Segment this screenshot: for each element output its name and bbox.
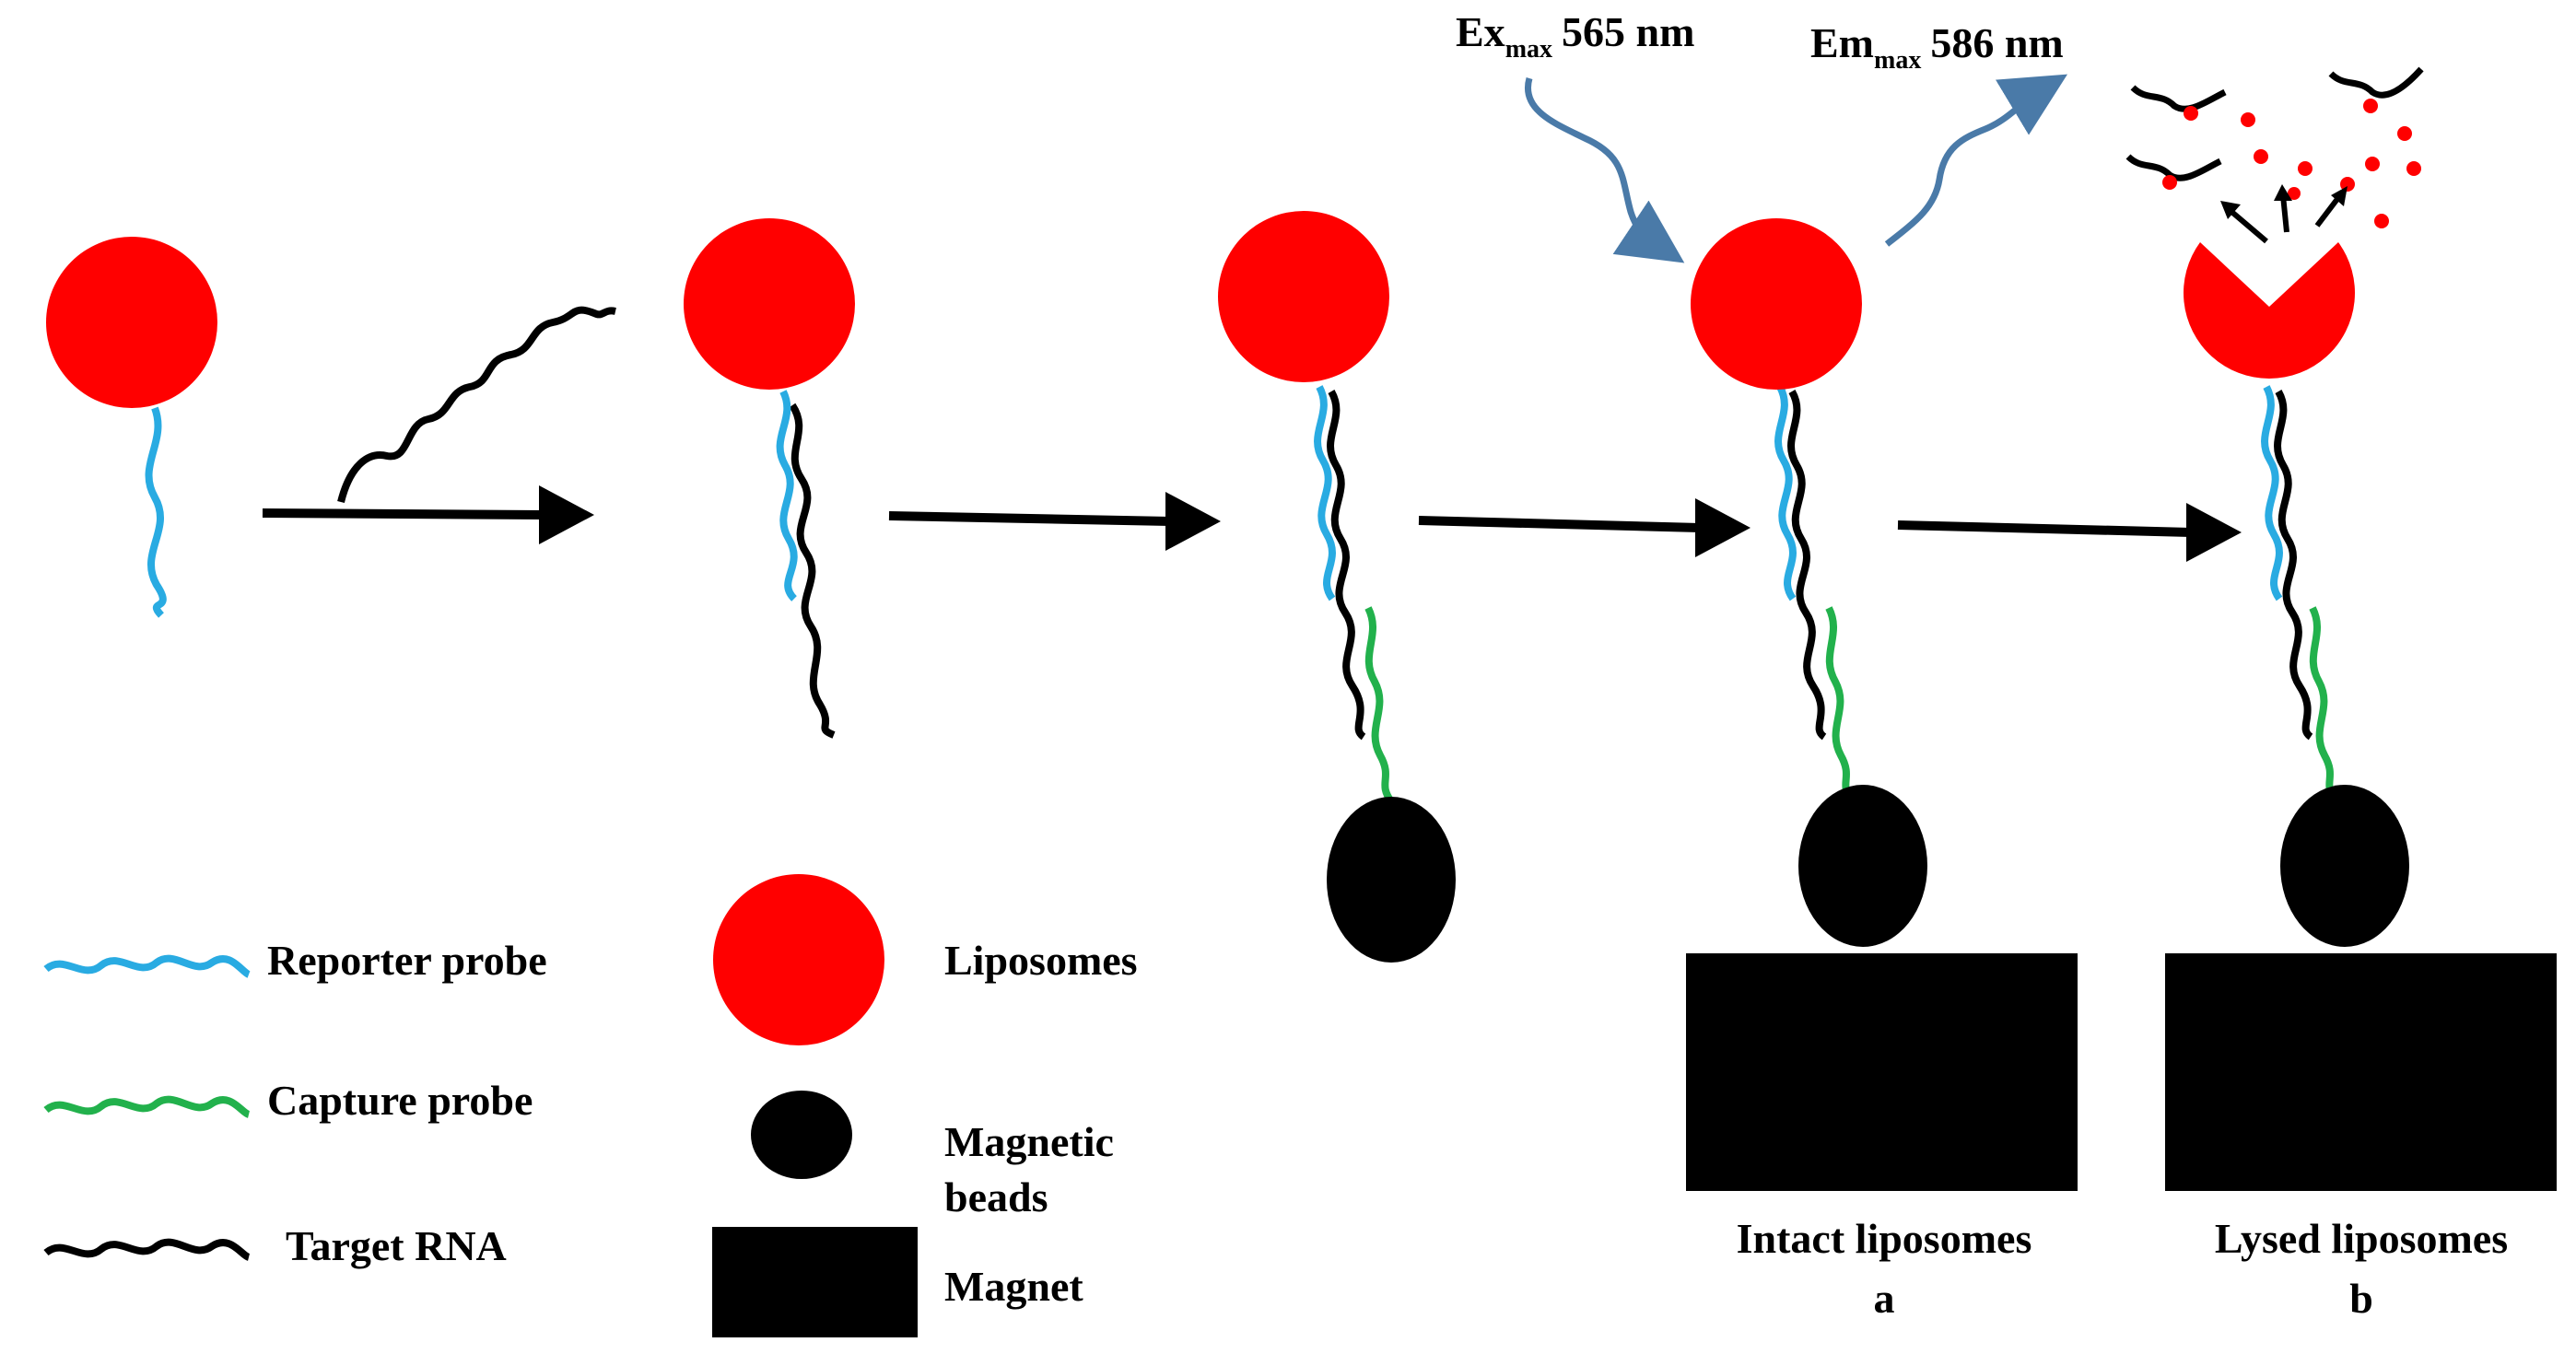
excitation-light-arrow (1524, 77, 1685, 263)
step-3 (1218, 211, 1456, 963)
legend-magnetic-beads-label-line2: beads (944, 1173, 1048, 1220)
liposome (1691, 218, 1862, 390)
magnetic-bead (2280, 785, 2409, 947)
target-rna-strand (337, 306, 616, 504)
magnet (1686, 953, 2078, 1191)
lysed-liposome (2183, 242, 2355, 379)
legend-magnetic-bead-swatch (751, 1091, 852, 1179)
step-2 (684, 218, 855, 739)
legend-reporter-probe-label: Reporter probe (267, 937, 547, 984)
legend-capture-probe-swatch (43, 1095, 251, 1118)
target-rna-strand (1327, 390, 1366, 741)
legend-capture-probe-label: Capture probe (267, 1077, 533, 1124)
legend-liposome-swatch (713, 874, 884, 1045)
legend-magnetic-beads-label-line1: Magnetic (944, 1118, 1114, 1165)
legend-target-rna-label: Target RNA (286, 1222, 507, 1269)
released-dye-dots (2162, 99, 2421, 228)
reporter-probe-strand (2261, 385, 2283, 601)
step-arrow-1 (262, 306, 616, 544)
step-1 (46, 237, 217, 618)
reporter-probe-strand (145, 406, 167, 618)
emission-light-arrow (1884, 74, 2068, 247)
target-rna-strand (1787, 390, 1827, 741)
liposome (46, 237, 217, 408)
legend-liposomes-label: Liposomes (944, 937, 1138, 984)
legend-reporter-probe-swatch (43, 954, 252, 978)
reporter-probe-strand (1314, 385, 1336, 601)
intact-liposomes-caption: Intact liposomes (1737, 1215, 2032, 1262)
intact-liposomes-letter: a (1874, 1275, 1895, 1322)
step-arrow-3 (1418, 498, 1751, 557)
reporter-probe-strand (1774, 385, 1797, 601)
legend-magnet-swatch (712, 1227, 918, 1337)
target-rna-strand (2274, 390, 2313, 741)
legend-target-rna-swatch (43, 1238, 251, 1261)
lysed-liposomes-caption: Lysed liposomes (2215, 1215, 2508, 1262)
target-rna-strand (789, 403, 836, 739)
capture-probe-strand (1825, 606, 1856, 804)
step-4b-lysed (2125, 66, 2557, 1191)
release-arrows (2220, 184, 2348, 244)
magnetic-bead (1798, 785, 1927, 947)
capture-probe-strand (1364, 606, 1395, 804)
lysed-liposomes-letter: b (2349, 1275, 2373, 1322)
reporter-probe-strand (776, 390, 798, 601)
legend-lines (43, 954, 252, 1261)
legend-magnet-label: Magnet (944, 1263, 1083, 1310)
step-arrow-4 (1897, 503, 2242, 562)
magnetic-bead (1327, 797, 1456, 963)
legend-shapes (712, 874, 918, 1337)
magnet (2165, 953, 2557, 1191)
step-arrow-2 (888, 492, 1221, 551)
liposome (684, 218, 855, 390)
capture-probe-strand (2309, 606, 2339, 804)
step-4a-intact (1524, 74, 2078, 1191)
liposome (1218, 211, 1389, 382)
